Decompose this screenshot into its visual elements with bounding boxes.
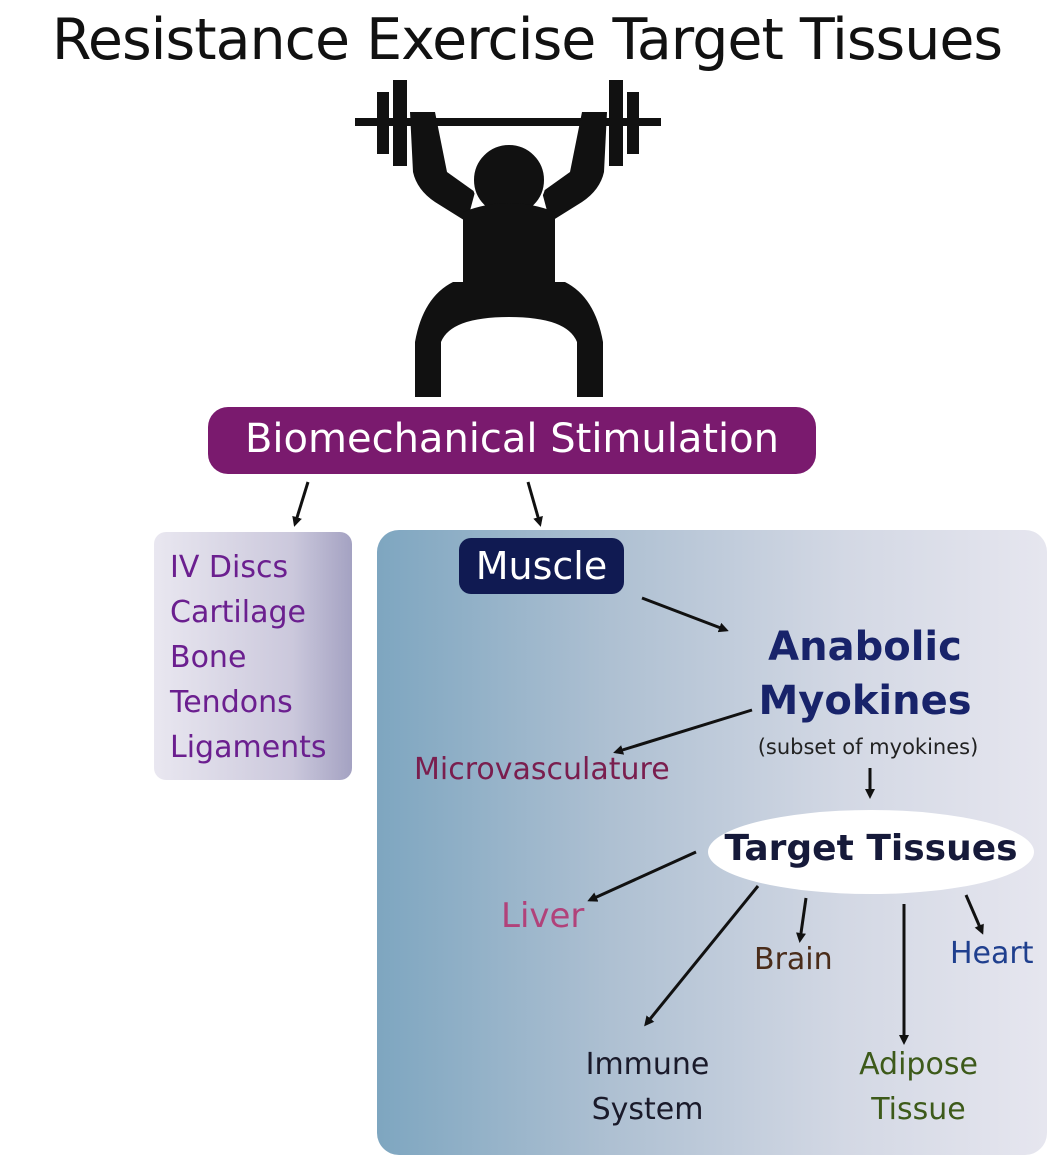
target-tissues-ellipse [708, 810, 1034, 894]
arrow-myokines-to-microvasculature [613, 708, 753, 755]
arrow-target-to-heart [964, 894, 984, 935]
myokines-subtitle: (subset of myokines) [757, 735, 979, 759]
immune-system-label: Immune System [575, 1042, 720, 1132]
adipose-tissue-label: Adipose Tissue [846, 1042, 991, 1132]
connective-tissue-box: IV Discs Cartilage Bone Tendons Ligament… [154, 532, 352, 780]
brain-label: Brain [754, 942, 833, 977]
list-item-cartilage: Cartilage [170, 595, 306, 630]
adipose-line-2: Tissue [871, 1092, 966, 1127]
immune-line-2: System [591, 1092, 704, 1127]
list-item-iv-discs: IV Discs [170, 550, 289, 585]
myokines-line-2: Myokines [758, 678, 972, 724]
page-title: Resistance Exercise Target Tissues [51, 7, 1003, 73]
myokines-line-1: Anabolic [768, 624, 962, 670]
immune-line-1: Immune [585, 1047, 710, 1082]
arrow-muscle-to-myokines [641, 596, 729, 633]
microvasculature-label: Microvasculature [414, 752, 670, 787]
arrow-target-to-brain [796, 897, 808, 943]
list-item-bone: Bone [170, 640, 247, 675]
target-tissues-label: Target Tissues [724, 828, 1018, 869]
arrow-stim-to-muscle [526, 481, 543, 527]
weightlifter-icon [355, 80, 661, 397]
adipose-line-1: Adipose [859, 1047, 978, 1082]
arrow-stim-to-connective [292, 481, 310, 527]
arrow-target-to-immune [644, 885, 760, 1027]
list-item-ligaments: Ligaments [170, 730, 327, 765]
muscle-box: Muscle [459, 538, 624, 594]
liver-label: Liver [501, 896, 585, 936]
heart-label: Heart [950, 936, 1034, 971]
list-item-tendons: Tendons [170, 685, 293, 720]
anabolic-myokines-label: Anabolic Myokines [720, 620, 1010, 728]
arrow-target-to-liver [587, 850, 697, 902]
biomechanical-stimulation-box: Biomechanical Stimulation [208, 407, 816, 474]
